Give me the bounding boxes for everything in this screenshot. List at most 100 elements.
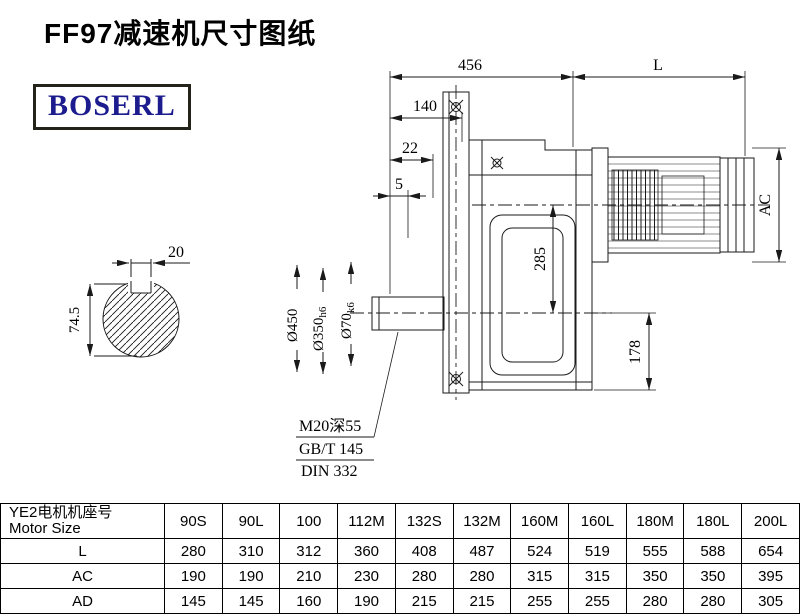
table-cell: 280 xyxy=(452,563,512,589)
table-cell: 305 xyxy=(741,588,800,614)
table-cell: 255 xyxy=(568,588,627,614)
motor-size-header-en: Motor Size xyxy=(9,520,81,537)
table-row: L 280 310 312 360 408 487 524 519 555 58… xyxy=(0,538,800,564)
diameter-callouts: Ø450 Ø350h6 Ø70k6 xyxy=(285,262,357,374)
fan-cover xyxy=(719,157,755,253)
motor-windings xyxy=(611,169,659,241)
row-label: AC xyxy=(0,563,165,589)
centerlines xyxy=(350,85,770,400)
table-cell: 312 xyxy=(279,538,339,564)
keyway xyxy=(128,276,154,294)
dim-178: 178 xyxy=(627,313,653,390)
dim-140: 140 xyxy=(390,98,462,122)
bolt-hole-mark xyxy=(448,371,464,387)
gear-housing xyxy=(469,139,593,391)
table-cell: 160 xyxy=(279,588,339,614)
column-header: 132M xyxy=(452,503,512,539)
dim-5: 5 xyxy=(373,176,426,200)
output-shaft xyxy=(371,296,445,331)
spigot-tolerance: h6 xyxy=(317,306,329,318)
table-cell: 487 xyxy=(452,538,512,564)
dim-140-label: 140 xyxy=(413,98,437,115)
dim-ac-label: AC xyxy=(757,194,774,216)
thread-note-spec: M20深55 xyxy=(299,417,361,435)
table-cell: 588 xyxy=(683,538,743,564)
table-cell: 350 xyxy=(683,563,743,589)
dim-22: 22 xyxy=(390,140,433,164)
table-cell: 145 xyxy=(221,588,281,614)
shaft-diameter-label: Ø70k6 xyxy=(339,302,357,339)
dim-178-label: 178 xyxy=(627,340,644,364)
row-label: AD xyxy=(0,588,165,614)
overall-top-label: 456 xyxy=(458,57,482,74)
column-header: 180M xyxy=(625,503,685,539)
technical-drawing: 20 74.5 xyxy=(67,57,786,480)
shaft-tolerance: k6 xyxy=(345,302,357,314)
motor-length-label: L xyxy=(653,57,663,74)
table-cell: 654 xyxy=(741,538,800,564)
table-cell: 190 xyxy=(221,563,281,589)
table-cell: 524 xyxy=(510,538,570,564)
column-header: 160M xyxy=(510,503,570,539)
thread-note-din: DIN 332 xyxy=(301,463,357,480)
column-header: 180L xyxy=(683,503,743,539)
table-cell: 555 xyxy=(625,538,685,564)
spec-table: YE2电机机座号 Motor Size 90S 90L 100 112M 132… xyxy=(0,503,800,614)
dim-5-label: 5 xyxy=(395,176,403,193)
table-cell: 145 xyxy=(164,588,223,614)
column-header: 90S xyxy=(164,503,223,539)
column-header: 200L xyxy=(741,503,800,539)
brand-logo-text: BOSERL xyxy=(48,89,176,122)
brand-logo: BOSERL xyxy=(33,84,191,130)
dim-22-label: 22 xyxy=(402,140,418,157)
motor xyxy=(591,147,755,263)
dim-285: 285 xyxy=(532,205,557,313)
bolt-hole-mark xyxy=(448,99,464,115)
dim-285-label: 285 xyxy=(532,247,549,271)
spigot-diameter-label: Ø350h6 xyxy=(311,306,329,351)
table-cell: 215 xyxy=(452,588,512,614)
table-cell: 408 xyxy=(394,538,454,564)
table-cell: 315 xyxy=(510,563,570,589)
thread-notes: M20深55 GB/T 145 DIN 332 xyxy=(296,331,399,480)
dim-section-height: 74.5 xyxy=(67,283,137,357)
table-cell: 519 xyxy=(568,538,627,564)
table-cell: 255 xyxy=(510,588,570,614)
table-row: AD 145 145 160 190 215 215 255 255 280 2… xyxy=(0,588,800,614)
column-header: 132S xyxy=(394,503,454,539)
table-cell: 280 xyxy=(164,538,223,564)
extension-lines xyxy=(389,71,786,391)
shaft-section-view: 20 74.5 xyxy=(67,244,190,358)
table-cell: 190 xyxy=(337,588,396,614)
page-title: FF97减速机尺寸图纸 xyxy=(44,18,317,49)
row-label: L xyxy=(0,538,165,564)
table-header-row: YE2电机机座号 Motor Size 90S 90L 100 112M 132… xyxy=(0,503,800,539)
table-cell: 310 xyxy=(221,538,281,564)
motor-endcap xyxy=(661,175,705,235)
column-header: 100 xyxy=(279,503,339,539)
table-cell: 280 xyxy=(625,588,685,614)
flange-od-label: Ø450 xyxy=(285,309,301,342)
table-cell: 190 xyxy=(164,563,223,589)
dim-overall-top: 456 xyxy=(390,57,573,81)
table-cell: 350 xyxy=(625,563,685,589)
column-header: 160L xyxy=(568,503,627,539)
table-cell: 360 xyxy=(337,538,396,564)
thread-note-gb: GB/T 145 xyxy=(299,441,363,458)
table-row: AC 190 190 210 230 280 280 315 315 350 3… xyxy=(0,563,800,589)
table-cell: 280 xyxy=(394,563,454,589)
spigot-diameter-value: Ø350 xyxy=(311,318,327,351)
table-cell: 395 xyxy=(741,563,800,589)
main-view: 456 L 140 22 5 xyxy=(285,57,786,480)
mounting-flange xyxy=(442,91,470,394)
shaft-diameter-value: Ø70 xyxy=(339,313,355,339)
dim-motor-length: L xyxy=(573,57,745,81)
dim-keyway-width: 20 xyxy=(112,244,190,277)
table-cell: 315 xyxy=(568,563,627,589)
table-cell: 230 xyxy=(337,563,396,589)
keyway-width-label: 20 xyxy=(168,244,184,261)
table-cell: 280 xyxy=(683,588,743,614)
motor-size-header: YE2电机机座号 Motor Size xyxy=(0,503,165,539)
motor-size-header-cn: YE2电机机座号 xyxy=(9,504,113,521)
